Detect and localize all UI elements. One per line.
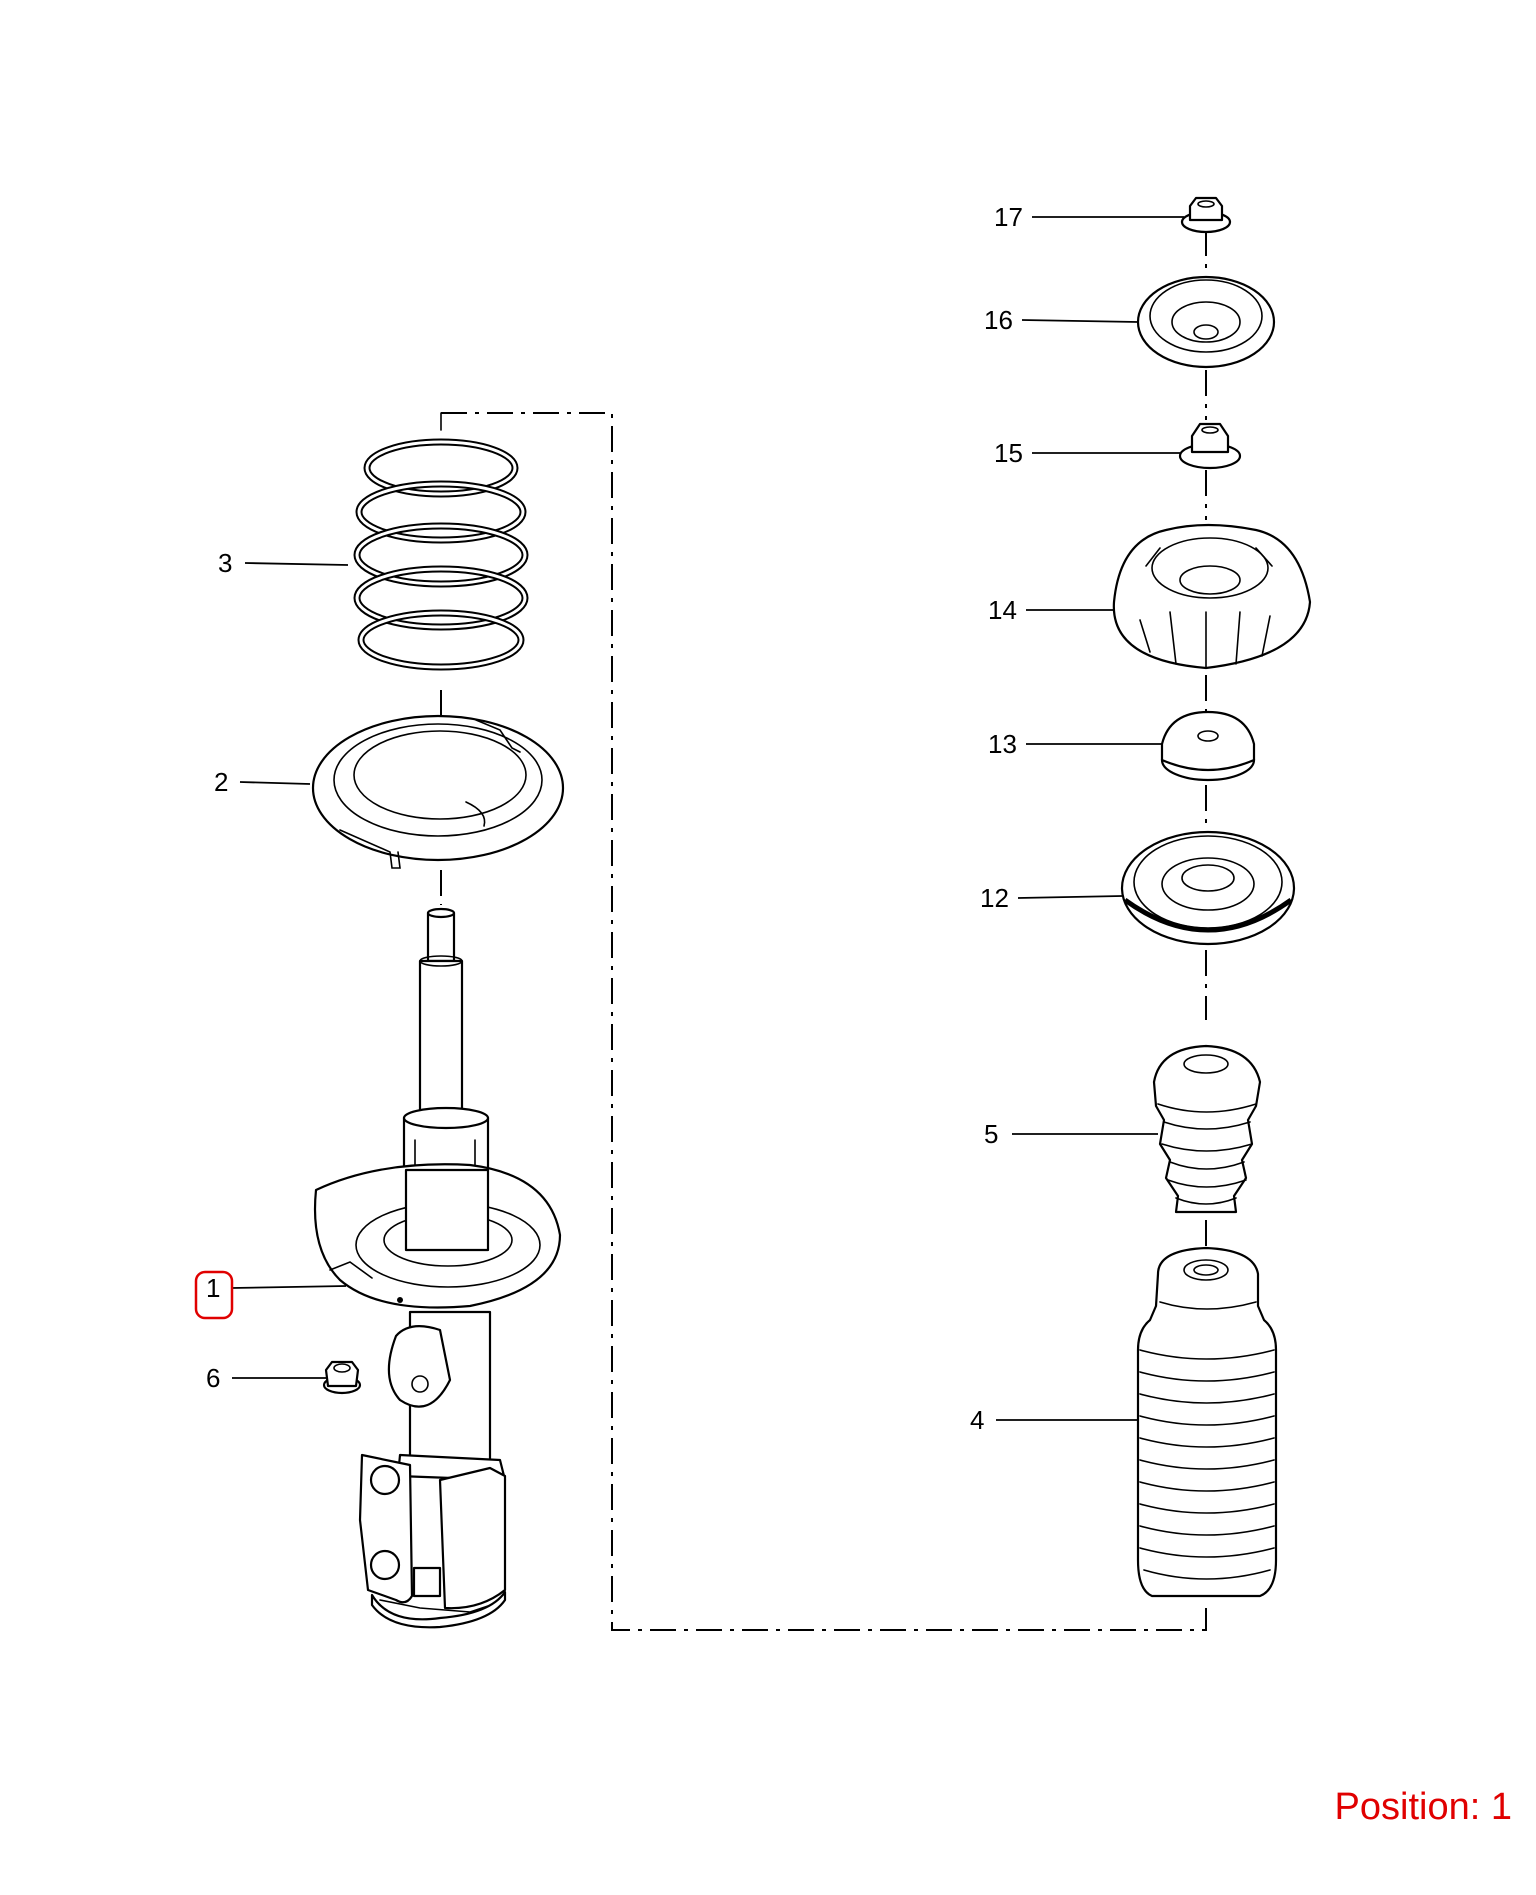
callout-2[interactable]: 2 bbox=[214, 767, 228, 797]
callout-1[interactable]: 1 bbox=[206, 1273, 220, 1303]
callout-labels: 17 16 15 14 13 12 5 4 3 2 1 6 bbox=[206, 202, 1023, 1435]
callout-5[interactable]: 5 bbox=[984, 1119, 998, 1149]
callout-16[interactable]: 16 bbox=[984, 305, 1013, 335]
part-bushing[interactable] bbox=[1160, 710, 1256, 782]
leader-lines bbox=[231, 216, 1184, 1421]
callout-13[interactable]: 13 bbox=[988, 729, 1017, 759]
part-bump-stopper[interactable] bbox=[1152, 1044, 1262, 1214]
part-flange-nut[interactable] bbox=[322, 1360, 362, 1395]
callout-6[interactable]: 6 bbox=[206, 1363, 220, 1393]
callout-15[interactable]: 15 bbox=[994, 438, 1023, 468]
callout-12[interactable]: 12 bbox=[980, 883, 1009, 913]
callout-14[interactable]: 14 bbox=[988, 595, 1017, 625]
selected-callout-highlight bbox=[194, 1270, 234, 1320]
part-lock-nut[interactable] bbox=[1178, 422, 1242, 470]
part-coil-spring[interactable] bbox=[353, 438, 529, 671]
part-bearing[interactable] bbox=[1120, 830, 1296, 946]
part-mount-cap[interactable] bbox=[1136, 275, 1276, 369]
part-spring-seat[interactable] bbox=[311, 714, 565, 869]
callout-17[interactable]: 17 bbox=[994, 202, 1023, 232]
position-label: Position: 1 bbox=[1334, 1786, 1512, 1828]
callout-3[interactable]: 3 bbox=[218, 548, 232, 578]
part-strut-mount[interactable] bbox=[1112, 523, 1312, 670]
part-top-nut[interactable] bbox=[1180, 196, 1232, 234]
part-dust-boot[interactable] bbox=[1136, 1246, 1278, 1598]
callout-4[interactable]: 4 bbox=[970, 1405, 984, 1435]
part-strut-assembly[interactable] bbox=[313, 907, 562, 1629]
